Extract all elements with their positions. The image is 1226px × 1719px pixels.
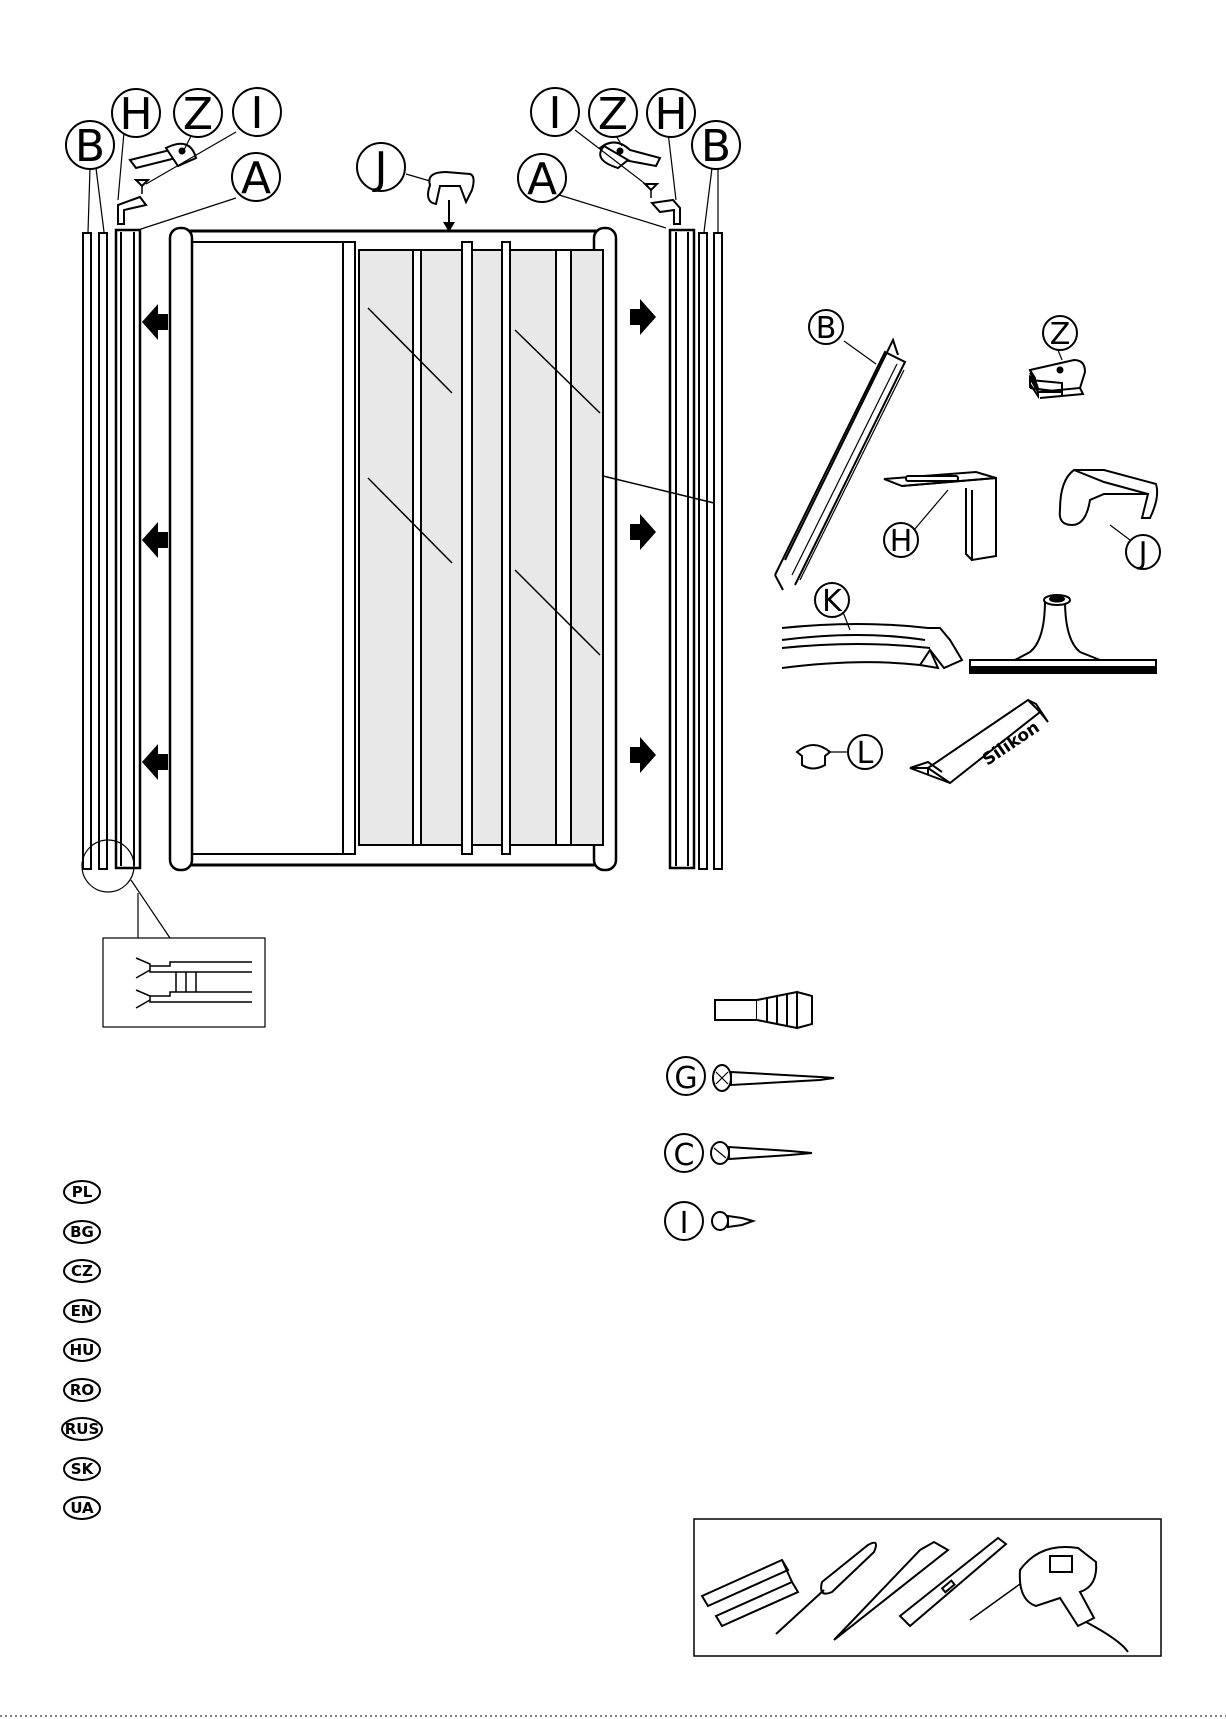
exploded-door-view: [82, 130, 722, 1027]
rail-a-left: [116, 230, 140, 868]
profile-b-left: [83, 233, 107, 869]
arrow-left-icon: [142, 744, 168, 780]
screw-icon: [713, 1065, 834, 1091]
callout-z-right: Z: [598, 89, 628, 140]
screw-icon: [711, 1142, 812, 1164]
language-badge-pl: PL: [72, 1183, 93, 1201]
screw-icon: [645, 184, 657, 198]
callout-a-right: A: [527, 154, 557, 205]
callout-h-right: H: [654, 89, 687, 140]
language-badge-sk: SK: [71, 1460, 95, 1478]
language-badge-en: EN: [71, 1302, 94, 1320]
part-j-clip: [1060, 470, 1157, 525]
arrow-left-icon: [142, 522, 168, 558]
callout-j-top: J: [372, 143, 388, 194]
profile-b-right: [699, 233, 722, 869]
cap-z-left: [130, 144, 196, 168]
language-badge-ua: UA: [70, 1499, 94, 1517]
callout-i-left: I: [251, 88, 264, 139]
bracket-h-right: [652, 200, 680, 224]
spirit-level-icon: [900, 1538, 1006, 1626]
cap-z-right: [600, 142, 660, 168]
drill-icon: [970, 1547, 1128, 1652]
arrow-right-icon: [630, 514, 656, 550]
arrow-right-icon: [630, 299, 656, 335]
arrow-left-icon: [142, 304, 168, 340]
part-l-plug: [797, 745, 849, 769]
language-badge-rus: RUS: [65, 1420, 100, 1438]
rail-a-right: [670, 230, 694, 868]
language-list: PL BG CZ EN HU RO RUS SK UA: [62, 1181, 102, 1519]
clip-j-top: [406, 172, 474, 232]
part-label-j: J: [1137, 536, 1148, 571]
callout-h-left: H: [119, 89, 152, 140]
callout-b-left: B: [75, 121, 105, 172]
part-k-gasket: [782, 624, 962, 668]
hardware-label-c: C: [674, 1138, 695, 1173]
callout-a-left: A: [241, 153, 271, 204]
part-label-z: Z: [1050, 317, 1071, 352]
language-badge-ro: RO: [70, 1381, 94, 1399]
part-b-profile: [775, 340, 905, 590]
pleated-mesh: [359, 242, 603, 854]
part-label-l: L: [857, 736, 874, 771]
language-badge-hu: HU: [70, 1341, 95, 1359]
language-badge-cz: CZ: [71, 1262, 93, 1280]
hardware-label-i: I: [680, 1206, 689, 1241]
bracket-h-left: [118, 197, 146, 224]
arrow-right-icon: [630, 737, 656, 773]
part-label-k: K: [822, 584, 843, 619]
wall-plug-icon: [715, 992, 812, 1028]
suction-tool-icon: [970, 595, 1156, 673]
tools-box: [694, 1519, 1161, 1656]
language-badge-bg: BG: [70, 1223, 94, 1241]
parts-panel: [665, 310, 1160, 1240]
part-label-b: B: [816, 311, 837, 346]
screw-icon: [136, 180, 148, 194]
part-label-h: H: [890, 524, 913, 559]
screw-icon: [712, 1212, 753, 1230]
callout-labels-main: [66, 88, 740, 202]
folding-rule-icon: [702, 1560, 798, 1626]
hardware-label-g: G: [674, 1061, 697, 1096]
callout-z-left: Z: [183, 89, 213, 140]
callout-i-right: I: [549, 88, 562, 139]
callout-b-right: B: [701, 121, 731, 172]
